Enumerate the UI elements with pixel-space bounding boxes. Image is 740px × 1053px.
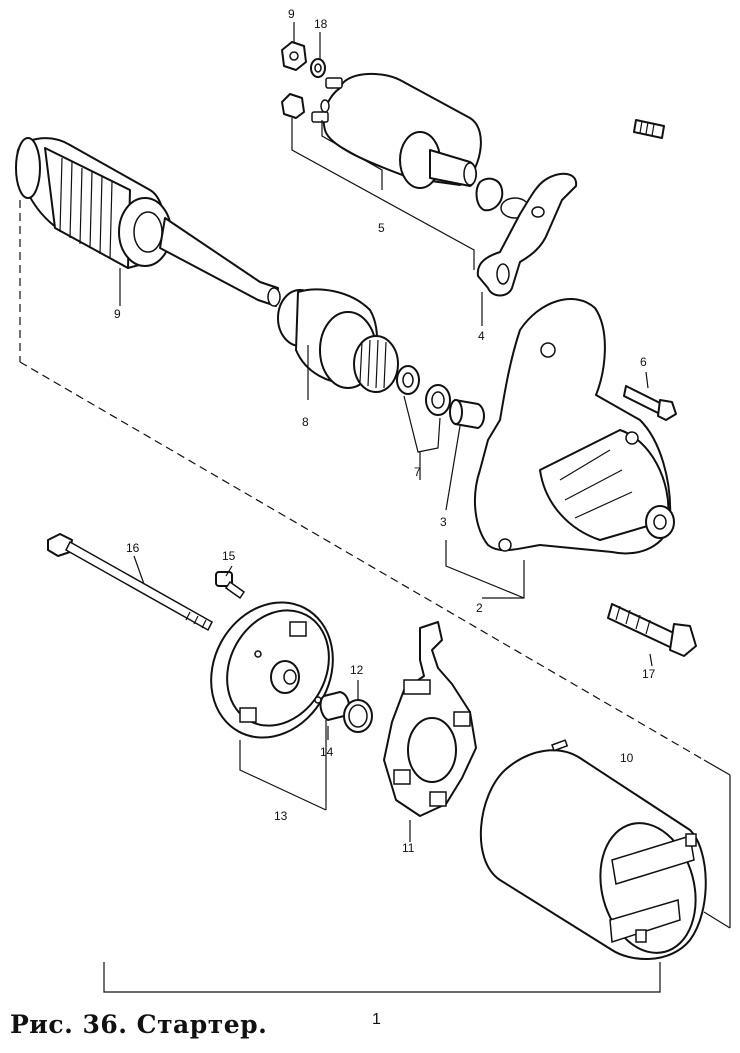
callout-11: 11 (402, 841, 415, 855)
stop-collar (396, 365, 451, 416)
callout-7: 7 (414, 465, 421, 479)
solenoid-switch (311, 72, 482, 189)
lock-ring (343, 699, 373, 733)
yoke (479, 739, 707, 960)
commutator-end-frame (210, 601, 334, 739)
callout-18: 18 (314, 17, 328, 31)
brush-holder (383, 621, 477, 817)
overrunning-clutch (277, 288, 399, 393)
callout-12: 12 (350, 663, 364, 677)
figure-caption: Рис. 36. Стартер. (10, 1010, 268, 1039)
drive-housing (474, 298, 675, 555)
bolt (623, 385, 677, 421)
washer (310, 58, 330, 113)
shift-lever (476, 172, 578, 297)
callout-labels: 9 18 5 4 9 6 8 7 3 2 16 15 17 12 14 13 1… (114, 7, 656, 1028)
callout-3: 3 (440, 515, 447, 529)
callout-4: 4 (478, 329, 485, 343)
callout-1: 1 (372, 1011, 381, 1028)
through-bolt (47, 533, 213, 632)
leader-lines (19, 22, 731, 993)
dust-cover-icon (633, 119, 665, 139)
callout-5: 5 (378, 221, 385, 235)
callout-10: 10 (620, 751, 634, 765)
callout-14: 14 (320, 745, 334, 759)
callout-16: 16 (126, 541, 140, 555)
callout-2: 2 (476, 601, 483, 615)
callout-15: 15 (222, 549, 236, 563)
bolt (607, 603, 697, 657)
callout-6: 6 (640, 355, 647, 369)
bushing (449, 399, 485, 429)
callout-9-nut: 9 (288, 7, 295, 21)
callout-17: 17 (642, 667, 656, 681)
armature (15, 137, 281, 307)
callout-9-armature: 9 (114, 307, 121, 321)
callout-13: 13 (274, 809, 288, 823)
screw (215, 571, 246, 600)
nut (281, 41, 307, 119)
callout-8: 8 (302, 415, 309, 429)
